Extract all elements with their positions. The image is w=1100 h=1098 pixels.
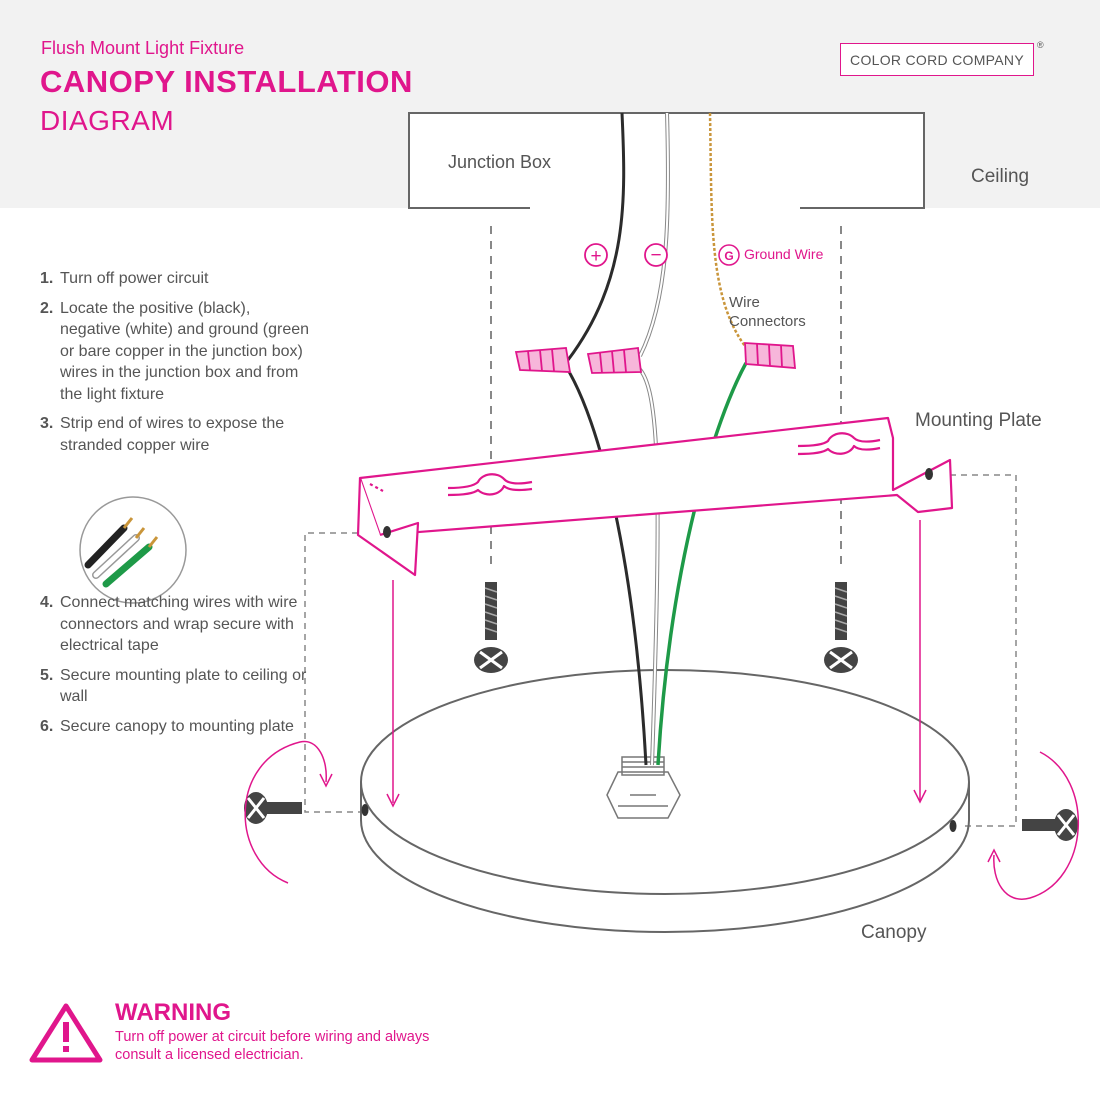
canopy-label: Canopy — [861, 922, 927, 943]
canopy-hole-left — [361, 804, 369, 816]
plate-to-canopy-arrows — [386, 520, 927, 808]
svg-text:+: + — [590, 246, 601, 267]
canopy-screw-left — [244, 792, 302, 824]
brand-name: COLOR CORD COMPANY — [850, 52, 1024, 68]
ground-wire-house — [708, 112, 749, 351]
mounting-plate-label: Mounting Plate — [915, 410, 1042, 431]
guide-line-side-right — [950, 474, 1017, 827]
mounting-plate — [356, 416, 954, 577]
plate-hole-right — [925, 468, 933, 480]
wire-connector-negative — [586, 346, 643, 374]
stripped-wires-illustration — [79, 496, 187, 604]
canopy-hole-right — [949, 820, 957, 832]
wire-connector-positive — [514, 347, 572, 373]
step-5: 5.Secure mounting plate to ceiling or wa… — [40, 666, 307, 706]
rotation-arrow-right — [987, 751, 1080, 900]
step-2: 2.Locate the positive (black), negative … — [40, 299, 310, 403]
step-3: 3.Strip end of wires to expose the stran… — [40, 415, 285, 454]
step-4: 4.Connect matching wires with wire conne… — [40, 594, 298, 654]
canopy-screw-right — [1022, 809, 1078, 841]
svg-text:−: − — [650, 245, 661, 266]
step-6: 6.Secure canopy to mounting plate — [40, 717, 294, 735]
positive-symbol: + — [584, 243, 608, 267]
mounting-screw-right — [824, 582, 858, 673]
mounting-screw-left — [474, 582, 508, 673]
junction-box-label: Junction Box — [448, 152, 551, 172]
ground-wire-label: Ground Wire — [744, 246, 824, 262]
warning-icon — [29, 1003, 103, 1063]
diagram-title: CANOPY INSTALLATION — [40, 64, 413, 99]
negative-symbol: − — [644, 243, 668, 267]
registered-mark: ® — [1037, 40, 1044, 50]
ground-symbol: G — [718, 244, 740, 266]
instruction-steps: 1.Turn off power circuit 2.Locate the po… — [40, 268, 310, 745]
diagram-subtitle: Flush Mount Light Fixture — [41, 38, 245, 58]
diagram-title-line2: DIAGRAM — [40, 105, 175, 136]
svg-text:G: G — [724, 249, 733, 263]
guide-line-side-left — [304, 532, 360, 813]
plate-hole-left — [383, 526, 391, 538]
positive-wire-house — [566, 112, 626, 361]
wire-connector-ground — [744, 342, 796, 369]
wire-connectors-label-2: Connectors — [729, 313, 806, 330]
warning-title: WARNING — [115, 999, 231, 1026]
wire-connectors-label-1: Wire — [729, 294, 760, 311]
rotation-arrow-left — [244, 740, 333, 884]
ceiling-label: Ceiling — [971, 166, 1029, 187]
brand-logo: COLOR CORD COMPANY — [840, 43, 1034, 76]
step-1: 1.Turn off power circuit — [40, 270, 209, 287]
warning-text: Turn off power at circuit before wiring … — [115, 1029, 430, 1063]
